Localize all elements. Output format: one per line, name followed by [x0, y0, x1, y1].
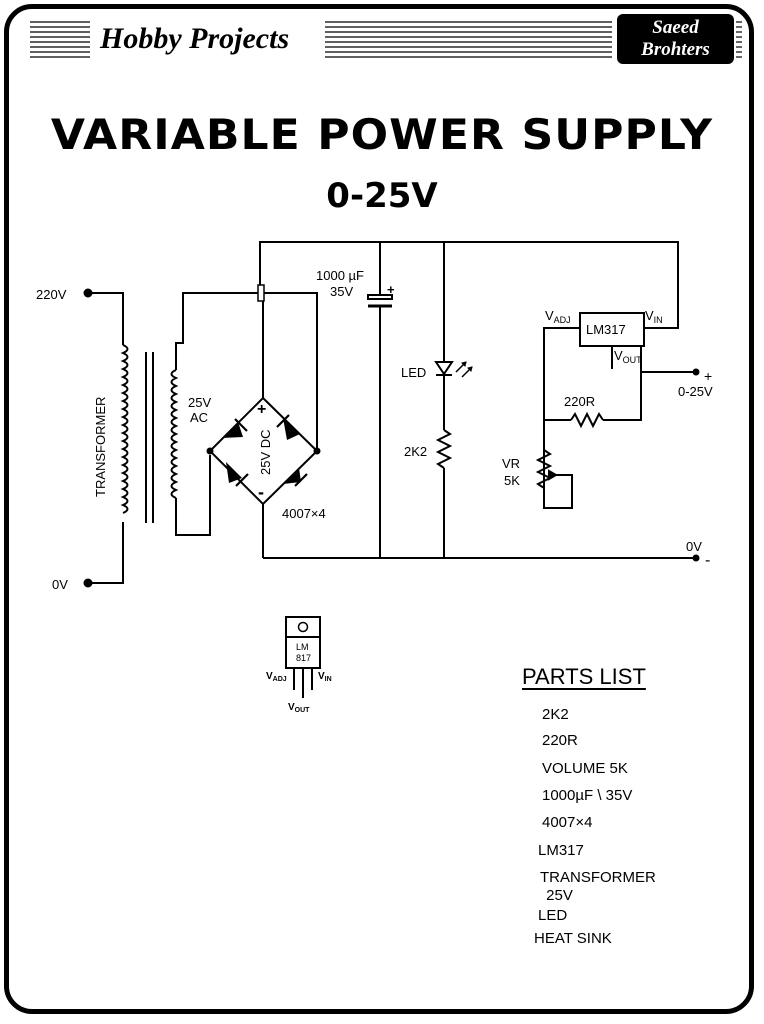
- led-resistor-label: 2K2: [404, 444, 427, 459]
- package-pin-out: VOUT: [288, 702, 310, 714]
- package-text-1: LM: [296, 642, 309, 652]
- output-plus-label: +: [704, 368, 712, 384]
- positive-rail: [259, 241, 679, 329]
- ground-0v-label: 0V: [686, 539, 702, 554]
- list-item: TRANSFORMER: [540, 869, 656, 886]
- bridge-minus-label: -: [258, 482, 264, 502]
- lm317-regulator: LM317 VADJ VIN VOUT 220R VR 5K + 0-25V: [502, 308, 713, 509]
- pot-label-1: VR: [502, 456, 520, 471]
- list-item: HEAT SINK: [534, 930, 612, 947]
- ground-minus-label: -: [705, 552, 710, 569]
- page-subtitle: 0-25V: [326, 176, 438, 216]
- parts-list-title: PARTS LIST: [522, 664, 646, 689]
- bridge-rectifier: + - 25V DC 4007×4: [206, 292, 326, 558]
- brand-line-1: Saeed: [652, 17, 699, 38]
- transformer: TRANSFORMER 25V AC: [93, 292, 260, 536]
- capacitor-plus-label: +: [387, 282, 395, 297]
- bridge-plus-label: +: [257, 401, 266, 418]
- led-branch: LED 2K2: [401, 242, 473, 558]
- list-item: LED: [538, 907, 568, 924]
- transformer-label: TRANSFORMER: [93, 397, 108, 497]
- output-voltage-label: 0-25V: [678, 384, 713, 399]
- capacitor-voltage-label: 35V: [330, 284, 353, 299]
- list-item: 4007×4: [542, 814, 593, 831]
- pot-label-2: 5K: [504, 473, 520, 488]
- package-text-2: 817: [296, 653, 311, 663]
- package-pin-in: VIN: [318, 671, 332, 683]
- list-item: 220R: [542, 732, 578, 749]
- filter-capacitor: 1000 µF 35V +: [316, 242, 395, 558]
- brand-line-2: Brohters: [641, 39, 710, 60]
- list-item: VOLUME 5K: [542, 760, 628, 777]
- brand-badge: Saeed Brohters: [617, 14, 734, 64]
- bridge-dc-label: 25V DC: [258, 429, 273, 475]
- input-terminals: 220V 0V: [36, 287, 124, 592]
- page-title: VARIABLE POWER SUPPLY: [50, 110, 714, 159]
- list-item: 25V: [542, 887, 573, 904]
- vout-label: VOUT: [614, 348, 642, 365]
- regulator-label: LM317: [586, 322, 626, 337]
- vadj-label: VADJ: [545, 308, 571, 325]
- input-220v-label: 220V: [36, 287, 67, 302]
- page-frame: [4, 4, 754, 1014]
- regulator-package: LM 817 VADJ VIN VOUT: [266, 616, 332, 714]
- input-0v-label: 0V: [52, 577, 68, 592]
- bridge-diodes-label: 4007×4: [282, 506, 326, 521]
- led-label: LED: [401, 365, 426, 380]
- list-item: 1000µF \ 35V: [542, 787, 633, 804]
- series-title: Hobby Projects: [100, 22, 290, 55]
- list-item: LM317: [538, 842, 584, 859]
- resistor-220-label: 220R: [564, 394, 595, 409]
- capacitor-value-label: 1000 µF: [316, 268, 364, 283]
- list-item: 2K2: [542, 706, 569, 723]
- vin-label: VIN: [645, 308, 663, 325]
- secondary-ac-label: AC: [190, 410, 208, 425]
- package-pin-adj: VADJ: [266, 671, 287, 683]
- secondary-voltage-label: 25V: [188, 395, 211, 410]
